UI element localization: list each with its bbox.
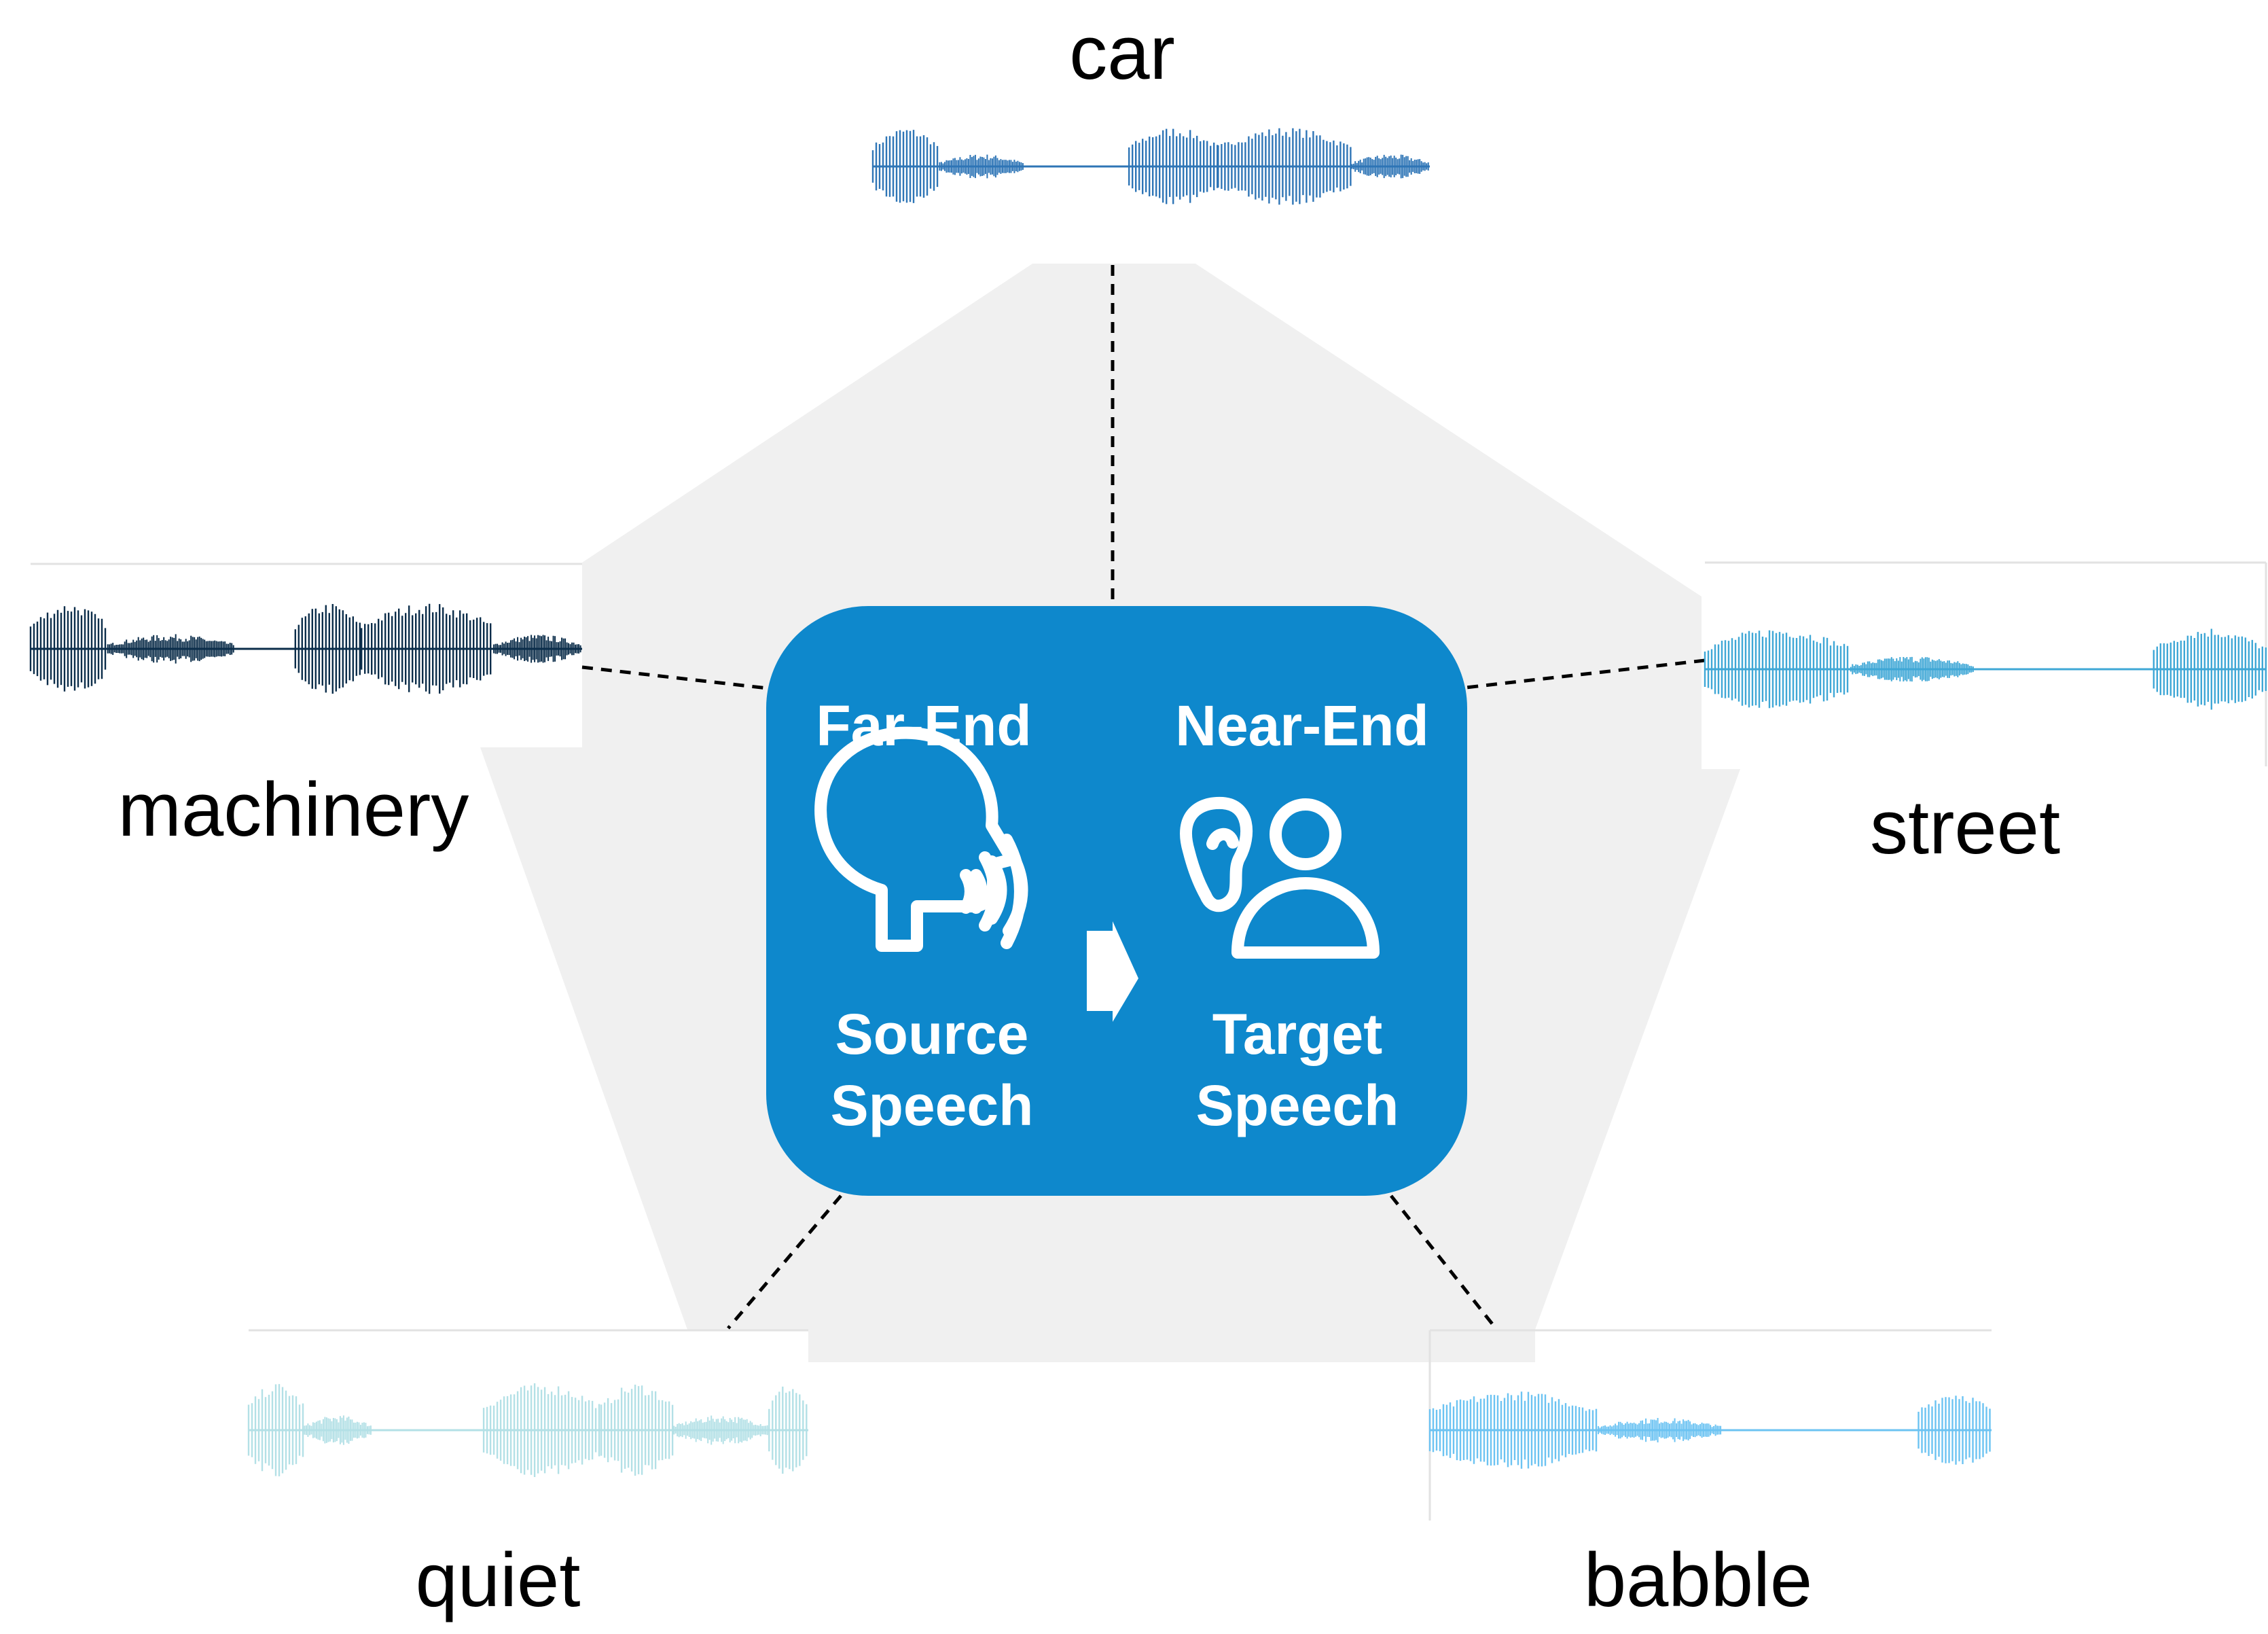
env-label-street: street [1869, 785, 2061, 870]
connector-babble [1390, 1194, 1497, 1330]
connector-machinery [581, 665, 768, 690]
source-speech-caption: Source Speech [831, 999, 1034, 1141]
env-label-car: car [1069, 10, 1175, 95]
far-end-heading: Far-End [816, 694, 1032, 758]
target-caption-line1: Target [1212, 1002, 1383, 1066]
listening-person-icon [1180, 796, 1380, 959]
waveform-machinery [29, 603, 582, 694]
env-label-machinery: machinery [118, 767, 469, 852]
connector-street [1465, 658, 1706, 690]
connector-lines [581, 265, 1706, 1330]
source-caption-line2: Speech [830, 1073, 1034, 1137]
env-label-quiet: quiet [415, 1538, 581, 1622]
env-label-babble: babble [1583, 1538, 1813, 1622]
waveform-quiet [247, 1383, 808, 1477]
waveform-street [1704, 628, 2267, 710]
sound-waves-icon [960, 834, 1026, 949]
source-caption-line1: Source [835, 1002, 1029, 1066]
near-end-heading: Near-End [1175, 694, 1429, 758]
right-arrow-icon [1087, 921, 1138, 1022]
central-box [766, 606, 1467, 1196]
waveform-babble [1428, 1391, 1992, 1469]
target-caption-line2: Speech [1195, 1073, 1399, 1137]
waveform-car [871, 128, 1430, 205]
connector-quiet [727, 1194, 842, 1330]
target-speech-caption: Target Speech [1196, 999, 1399, 1141]
